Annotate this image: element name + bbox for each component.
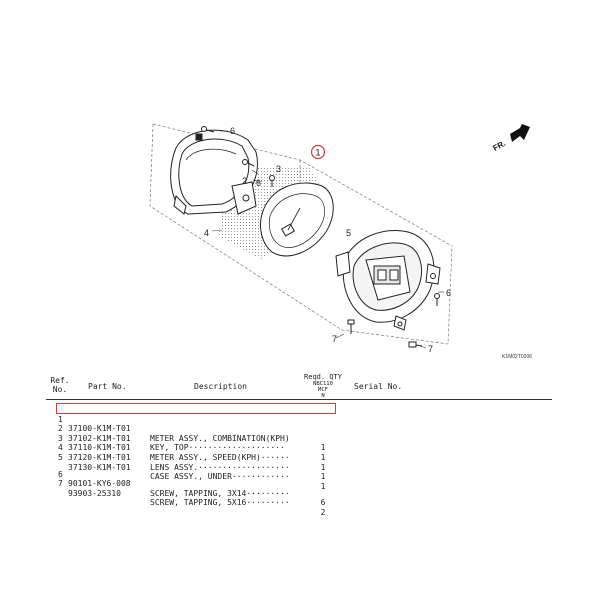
leader-lines — [211, 130, 444, 349]
row-ref-no: 4 — [58, 443, 63, 453]
row-part-no: 37110-K1M-T01 — [68, 443, 131, 453]
table-row[interactable]: 3 37110-K1M-T01 METER ASSY., SPEED(KPH)·… — [46, 424, 552, 472]
table-row[interactable]: 6 90101-KY6-008 SCREW, TAPPING, 3X14····… — [46, 460, 552, 508]
row-ref-no: 3 — [58, 433, 63, 443]
row-part-no: 90101-KY6-008 — [68, 479, 131, 489]
callout-1-highlight-circle — [310, 144, 326, 160]
header-serial-no: Serial No. — [354, 382, 403, 391]
header-ref-line1: Ref. — [50, 376, 70, 385]
callout-6: 6 — [446, 288, 451, 298]
row-ref-no: 1 — [58, 414, 63, 424]
front-direction-arrow-icon — [510, 124, 530, 142]
row-qty: 1 — [320, 462, 326, 472]
row-ref-no: 6 — [58, 469, 63, 479]
row-description: METER ASSY., COMBINATION(KPH) — [150, 433, 290, 443]
row-description: CASE ASSY., UNDER············ — [150, 472, 290, 482]
row-qty: 1 — [320, 481, 326, 491]
header-divider — [46, 399, 552, 400]
row-part-no: 37120-K1M-T01 — [68, 452, 131, 462]
header-ref-line2: No. — [52, 385, 68, 394]
row-qty: 6 — [320, 498, 326, 508]
callout-1: 1 — [316, 148, 321, 158]
callout-7: 7 — [332, 334, 337, 344]
header-qty-title: Reqd. QTY — [304, 373, 342, 381]
header-qty-model: NBC110 — [313, 381, 333, 387]
row-qty: 2 — [320, 507, 326, 517]
speed-meter-drawing — [259, 182, 334, 257]
front-direction-label: FR. — [491, 139, 507, 153]
row-part-no: 37100-K1M-T01 — [68, 424, 131, 434]
table-row[interactable]: 1 37100-K1M-T01 METER ASSY., COMBINATION… — [46, 405, 552, 453]
table-row[interactable]: 7 93903-25310 SCREW, TAPPING, 5X16······… — [46, 470, 552, 517]
exploded-view-diagram: 6 2 6 3 4 5 6 7 7 1 FR. K1M02T0206 — [149, 123, 532, 360]
header-ref-no: Ref. No. — [49, 376, 71, 394]
row-part-no: 37102-K1M-T01 — [68, 433, 131, 443]
row-ref-no: 2 — [58, 424, 63, 434]
screw-drawings — [201, 126, 440, 348]
callout-5: 5 — [346, 228, 351, 238]
row-description: LENS ASSY.··················· — [150, 462, 290, 472]
callout-6: 6 — [230, 126, 235, 136]
callout-7: 7 — [428, 344, 433, 354]
lens-assembly-drawing — [170, 129, 258, 215]
row-description: SCREW, TAPPING, 3X14········· — [150, 488, 290, 498]
row-ref-no: 5 — [58, 452, 63, 462]
table-row[interactable]: 4 37120-K1M-T01 LENS ASSY.··············… — [46, 434, 552, 481]
row-1-highlight-box — [56, 403, 336, 414]
row-part-no: 37130-K1M-T01 — [68, 462, 131, 472]
callout-4: 4 — [204, 228, 209, 238]
row-qty: 1 — [320, 443, 326, 453]
row-part-no: 93903-25310 — [68, 488, 121, 498]
table-row[interactable]: 5 37130-K1M-T01 CASE ASSY., UNDER·······… — [46, 443, 552, 491]
row-ref-no: 7 — [58, 479, 63, 489]
header-description: Description — [194, 382, 247, 391]
header-reqd-qty: Reqd. QTY NBC110 MCF N — [298, 373, 348, 399]
row-qty: 1 — [320, 452, 326, 462]
under-case-drawing — [335, 230, 441, 331]
table-row[interactable]: 2 37102-K1M-T01 KEY, TOP················… — [46, 415, 552, 462]
row-description: METER ASSY., SPEED(KPH)······ — [150, 452, 290, 462]
parts-rows: 1 37100-K1M-T01 METER ASSY., COMBINATION… — [46, 405, 552, 517]
row-qty: 1 — [320, 472, 326, 482]
header-qty-sub: N — [321, 393, 325, 399]
row-description: KEY, TOP···················· — [150, 443, 285, 453]
callout-6: 6 — [256, 178, 261, 188]
diagram-code: K1M02T0206 — [502, 354, 532, 360]
header-part-no: Part No. — [88, 382, 127, 391]
callout-2: 2 — [242, 176, 247, 186]
header-qty-variant: MCF — [318, 387, 328, 393]
callout-3: 3 — [276, 164, 281, 174]
row-description: SCREW, TAPPING, 5X16········· — [150, 498, 290, 508]
